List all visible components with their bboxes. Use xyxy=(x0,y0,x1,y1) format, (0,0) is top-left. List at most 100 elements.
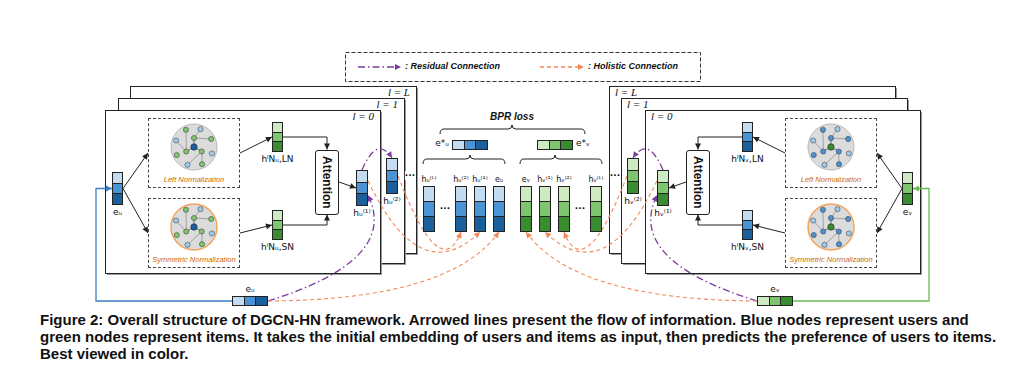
vector-label: eᵥ xyxy=(903,207,912,217)
graph-node xyxy=(174,218,179,223)
arrowhead xyxy=(456,232,462,239)
arrowhead xyxy=(563,232,569,239)
graph-node xyxy=(174,152,179,157)
vector-label: eᵤ xyxy=(495,175,503,184)
connector xyxy=(563,176,627,249)
connector-line xyxy=(526,232,757,301)
vector-cell xyxy=(464,141,476,149)
embedding-vector: hˡNᵥ,SN xyxy=(742,210,753,240)
legend-text: : Holistic Connection xyxy=(588,61,678,72)
connector-line xyxy=(123,153,148,189)
vector-cell xyxy=(628,170,638,182)
graph-node xyxy=(183,207,188,212)
vector-label: hᵤ⁽ᴸ⁾ xyxy=(421,175,436,184)
embedding-vector: hᵤ⁽¹⁾ xyxy=(474,186,486,232)
vector-label: hᵤ⁽²⁾ xyxy=(383,196,400,206)
graph-node xyxy=(820,207,825,212)
embedding-vector: hᵤ⁽²⁾ xyxy=(455,186,467,232)
vector-cell xyxy=(769,297,781,305)
layer-label: l = L xyxy=(387,87,411,98)
graph-node xyxy=(846,151,851,156)
embedding-vector: hᵤ⁽¹⁾ xyxy=(356,170,368,206)
normalization-box: Symmetric Normalization xyxy=(785,198,877,268)
ellipsis: ··· xyxy=(610,171,620,180)
graph-node xyxy=(820,127,825,132)
normalization-label: Left Normalization xyxy=(801,176,861,184)
graph-node xyxy=(199,149,204,154)
connector xyxy=(240,137,272,153)
embedding-vector: hᵥ⁽¹⁾ xyxy=(539,186,551,232)
vector-cell xyxy=(658,182,668,194)
arrowhead xyxy=(753,137,760,142)
vector-cell xyxy=(233,297,244,305)
vector-cell xyxy=(273,141,282,151)
vector-cell xyxy=(456,216,466,231)
graph-node xyxy=(191,135,196,140)
vector-cell xyxy=(743,229,752,239)
connector xyxy=(123,189,148,234)
graph-edge xyxy=(185,130,186,152)
vector-cell xyxy=(903,193,912,204)
embedding-vector: hᵥ⁽ᴸ⁾ xyxy=(590,186,602,232)
vector-label: hᵤ⁽²⁾ xyxy=(453,175,468,184)
vector-cell xyxy=(424,201,434,216)
vector-cell xyxy=(628,181,638,193)
vector-cell xyxy=(113,193,122,204)
normalization-box: Symmetric Normalization xyxy=(148,198,240,268)
vector-cell xyxy=(494,216,504,231)
embedding-vector: hᵤ⁽²⁾ xyxy=(386,158,398,194)
arrowhead xyxy=(753,224,760,230)
vector-cell xyxy=(387,159,397,170)
brace xyxy=(423,155,505,164)
graph-node xyxy=(174,138,179,143)
arrowhead xyxy=(526,232,532,239)
vector-label: hˡNᵤ,SN xyxy=(261,242,294,252)
graph-node xyxy=(846,136,851,141)
connector xyxy=(398,176,462,249)
legend-box xyxy=(346,53,701,82)
graph-node xyxy=(811,218,816,223)
arrowhead xyxy=(368,195,373,202)
vector-cell xyxy=(273,211,282,220)
arrowhead xyxy=(633,151,639,158)
loss-label: BPR loss xyxy=(490,111,534,123)
graph-node xyxy=(821,149,826,154)
graph-node xyxy=(174,232,179,237)
vector-label: hᵥ⁽¹⁾ xyxy=(537,175,553,184)
vector-cell xyxy=(456,201,466,216)
connector xyxy=(268,232,499,301)
vector-cell xyxy=(540,187,550,201)
brace xyxy=(440,125,585,134)
vector-label: hˡNᵥ,SN xyxy=(731,242,764,252)
connector-line xyxy=(339,182,356,188)
vector-cell xyxy=(628,159,638,170)
arrowhead xyxy=(324,144,330,150)
vector-cell xyxy=(357,171,367,182)
legend-sample-head xyxy=(395,64,401,70)
graph-node xyxy=(185,242,190,247)
vector-cell xyxy=(560,141,572,149)
neighbourhood-area xyxy=(808,204,854,250)
arrowhead xyxy=(474,232,480,238)
connector xyxy=(695,137,742,150)
layer-panel: l = 0hᵥ⁽¹⁾AttentionhˡNᵥ,LNhˡNᵥ,SNLeft No… xyxy=(645,110,920,273)
graph-edge xyxy=(185,210,186,232)
arrowhead xyxy=(877,153,883,160)
vector-cell xyxy=(453,141,464,149)
attention-text: Attention xyxy=(320,156,334,209)
arrowhead xyxy=(386,151,392,158)
vector-label: e*ᵤ xyxy=(435,138,449,148)
vector-cell xyxy=(113,173,122,183)
embedding-vector: eᵥ xyxy=(520,186,532,232)
graph-node xyxy=(836,162,841,167)
vector-cell xyxy=(387,170,397,182)
embedding-vector: hˡNᵥ,LN xyxy=(742,122,753,152)
vector-cell xyxy=(255,297,267,305)
layer-label: l = 0 xyxy=(352,111,375,122)
graph-node xyxy=(184,229,189,234)
vector-cell xyxy=(903,173,912,183)
arrowhead xyxy=(669,183,676,189)
arrowhead xyxy=(877,226,883,233)
arrowhead xyxy=(695,144,701,150)
connector xyxy=(240,224,272,233)
